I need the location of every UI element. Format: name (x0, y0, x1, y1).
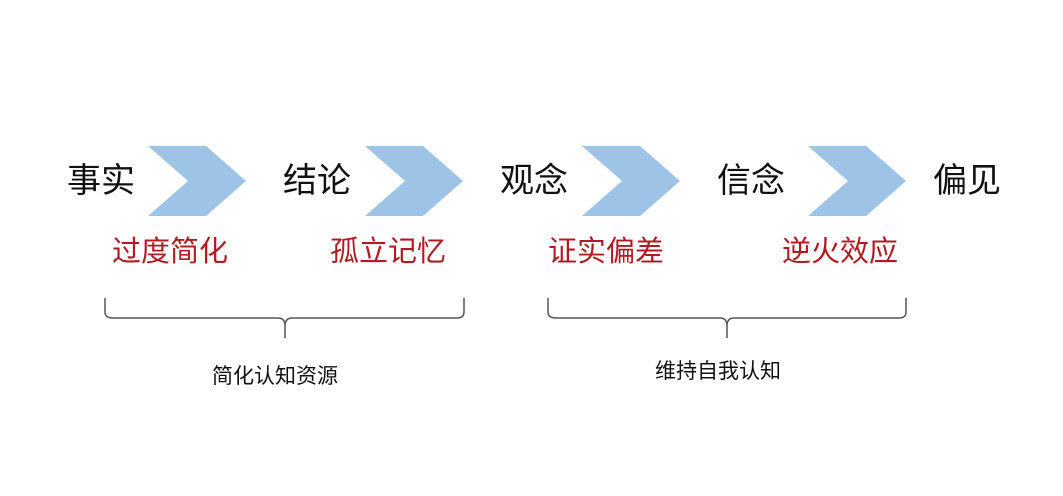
bias-label-backfire-effect: 逆火效应 (782, 234, 899, 268)
curly-brace-icon (547, 298, 907, 338)
chevron-arrow-icon (808, 146, 906, 216)
stage-label-view: 观念 (500, 161, 568, 201)
group-label-maintain-self-cognition: 维持自我认知 (655, 359, 781, 383)
stage-label-conclusion: 结论 (283, 161, 351, 201)
curly-brace-icon (104, 298, 465, 338)
stage-label-fact: 事实 (67, 161, 135, 201)
chevron-arrow-icon (148, 146, 246, 216)
bias-label-oversimplification: 过度简化 (112, 234, 229, 268)
group-label-simplify-cognition: 简化认知资源 (212, 364, 338, 388)
bias-label-confirmation-bias: 证实偏差 (548, 234, 665, 268)
chevron-arrow-icon (582, 146, 680, 216)
stage-label-belief: 信念 (717, 161, 785, 201)
stage-label-prejudice: 偏见 (933, 161, 1001, 201)
bias-label-isolated-memory: 孤立记忆 (330, 234, 447, 268)
chevron-arrow-icon (365, 146, 463, 216)
